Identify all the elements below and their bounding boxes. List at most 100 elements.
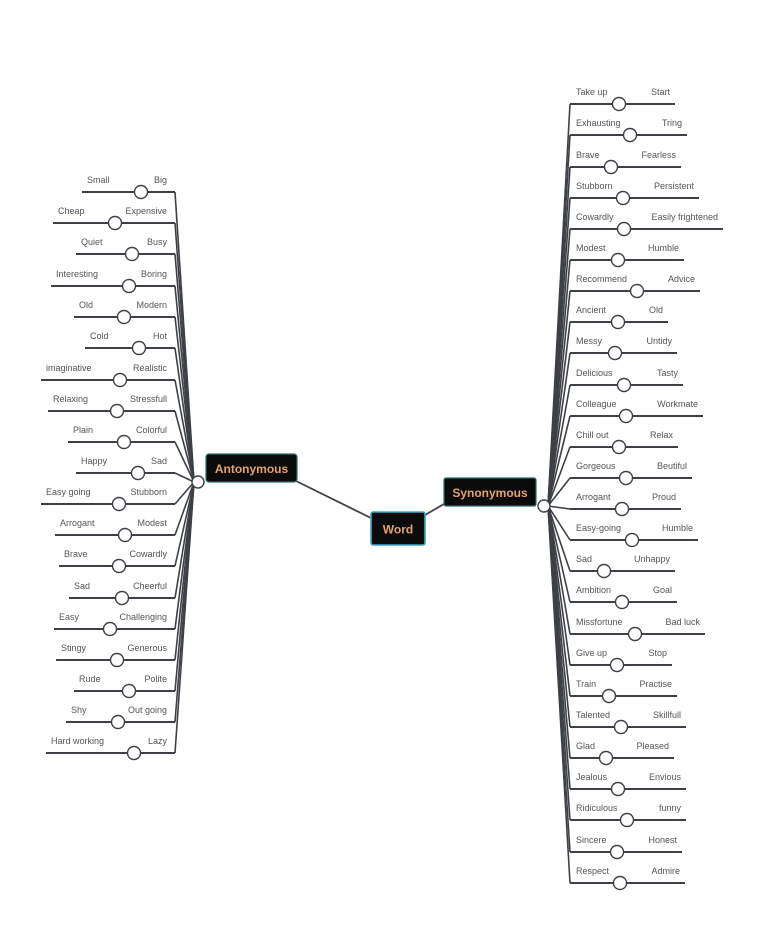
antonym-left-label: Sad bbox=[74, 581, 90, 591]
synonym-pair[interactable]: Glad Pleased bbox=[547, 505, 674, 766]
branch-toggle-circle[interactable] bbox=[598, 750, 614, 766]
branch-toggle-circle[interactable] bbox=[624, 532, 640, 548]
synonym-left-label: Recommend bbox=[576, 274, 627, 284]
antonyms-node[interactable]: Antonymous bbox=[205, 453, 298, 483]
synonym-left-label: Jealous bbox=[576, 772, 608, 782]
branch-toggle-circle[interactable] bbox=[116, 434, 132, 450]
branch-toggle-circle[interactable] bbox=[622, 127, 638, 143]
branch-toggle-circle[interactable] bbox=[615, 190, 631, 206]
branch-toggle-circle[interactable] bbox=[596, 563, 612, 579]
branch-toggle-circle[interactable] bbox=[121, 683, 137, 699]
branch-toggle-circle[interactable] bbox=[114, 590, 130, 606]
synonym-right-label: Start bbox=[651, 87, 671, 97]
branch-connector bbox=[547, 477, 571, 507]
synonym-left-label: Sincere bbox=[576, 835, 607, 845]
branch-toggle-circle[interactable] bbox=[109, 652, 125, 668]
synonym-left-label: Chill out bbox=[576, 430, 609, 440]
synonym-right-label: Goal bbox=[653, 585, 672, 595]
branch-toggle-circle[interactable] bbox=[618, 470, 634, 486]
branch-toggle-circle[interactable] bbox=[131, 340, 147, 356]
branch-toggle-circle[interactable] bbox=[107, 215, 123, 231]
branch-toggle-circle[interactable] bbox=[117, 527, 133, 543]
branch-toggle-circle[interactable] bbox=[616, 377, 632, 393]
branch-toggle-circle[interactable] bbox=[611, 96, 627, 112]
synonym-left-label: Ridiculous bbox=[576, 803, 618, 813]
branch-toggle-circle[interactable] bbox=[612, 875, 628, 891]
branch-toggle-circle[interactable] bbox=[613, 719, 629, 735]
branch-toggle-circle[interactable] bbox=[111, 496, 127, 512]
branch-connector bbox=[174, 481, 195, 505]
branch-connector bbox=[547, 505, 571, 541]
branch-toggle-circle[interactable] bbox=[121, 278, 137, 294]
branch-toggle-circle[interactable] bbox=[614, 501, 630, 517]
branch-toggle-circle[interactable] bbox=[116, 309, 132, 325]
synonym-right-label: Pleased bbox=[636, 741, 669, 751]
branch-connector bbox=[174, 481, 195, 536]
branch-toggle-circle[interactable] bbox=[603, 159, 619, 175]
antonym-left-label: Small bbox=[87, 175, 110, 185]
synonym-left-label: Talented bbox=[576, 710, 610, 720]
branch-toggle-circle[interactable] bbox=[109, 403, 125, 419]
branch-toggle-circle[interactable] bbox=[133, 184, 149, 200]
synonym-left-label: Glad bbox=[576, 741, 595, 751]
branch-toggle-circle[interactable] bbox=[614, 594, 630, 610]
synonyms-node[interactable]: Synonymous bbox=[443, 477, 537, 507]
branch-toggle-circle[interactable] bbox=[609, 657, 625, 673]
branch-toggle-circle[interactable] bbox=[102, 621, 118, 637]
branch-toggle-circle[interactable] bbox=[627, 626, 643, 642]
synonym-left-label: Arrogant bbox=[576, 492, 611, 502]
branch-toggle-circle[interactable] bbox=[619, 812, 635, 828]
root-word-node[interactable]: Word bbox=[370, 511, 426, 546]
synonym-right-label: Admire bbox=[651, 866, 680, 876]
branch-toggle-circle[interactable] bbox=[616, 221, 632, 237]
branch-toggle-circle[interactable] bbox=[130, 465, 146, 481]
branch-toggle-circle[interactable] bbox=[111, 558, 127, 574]
antonym-left-label: imaginative bbox=[46, 363, 92, 373]
branch-toggle-circle[interactable] bbox=[112, 372, 128, 388]
branch-toggle-circle[interactable] bbox=[610, 781, 626, 797]
branch-toggle-circle[interactable] bbox=[610, 252, 626, 268]
branch-toggle-circle[interactable] bbox=[611, 439, 627, 455]
branch-connector bbox=[547, 352, 571, 507]
synonym-right-label: Practise bbox=[639, 679, 672, 689]
branch-toggle-circle[interactable] bbox=[618, 408, 634, 424]
branch-connector bbox=[547, 505, 571, 510]
branch-toggle-circle[interactable] bbox=[629, 283, 645, 299]
branch-toggle-circle[interactable] bbox=[601, 688, 617, 704]
branch-toggle-circle[interactable] bbox=[610, 314, 626, 330]
branch-toggle-circle[interactable] bbox=[110, 714, 126, 730]
branch-toggle-circle[interactable] bbox=[126, 745, 142, 761]
branch-toggle-circle[interactable] bbox=[607, 345, 623, 361]
branch-toggle-circle[interactable] bbox=[609, 844, 625, 860]
branch-toggle-circle[interactable] bbox=[124, 246, 140, 262]
antonyms-collapse-toggle[interactable] bbox=[191, 475, 205, 489]
synonyms-collapse-toggle[interactable] bbox=[537, 499, 551, 513]
